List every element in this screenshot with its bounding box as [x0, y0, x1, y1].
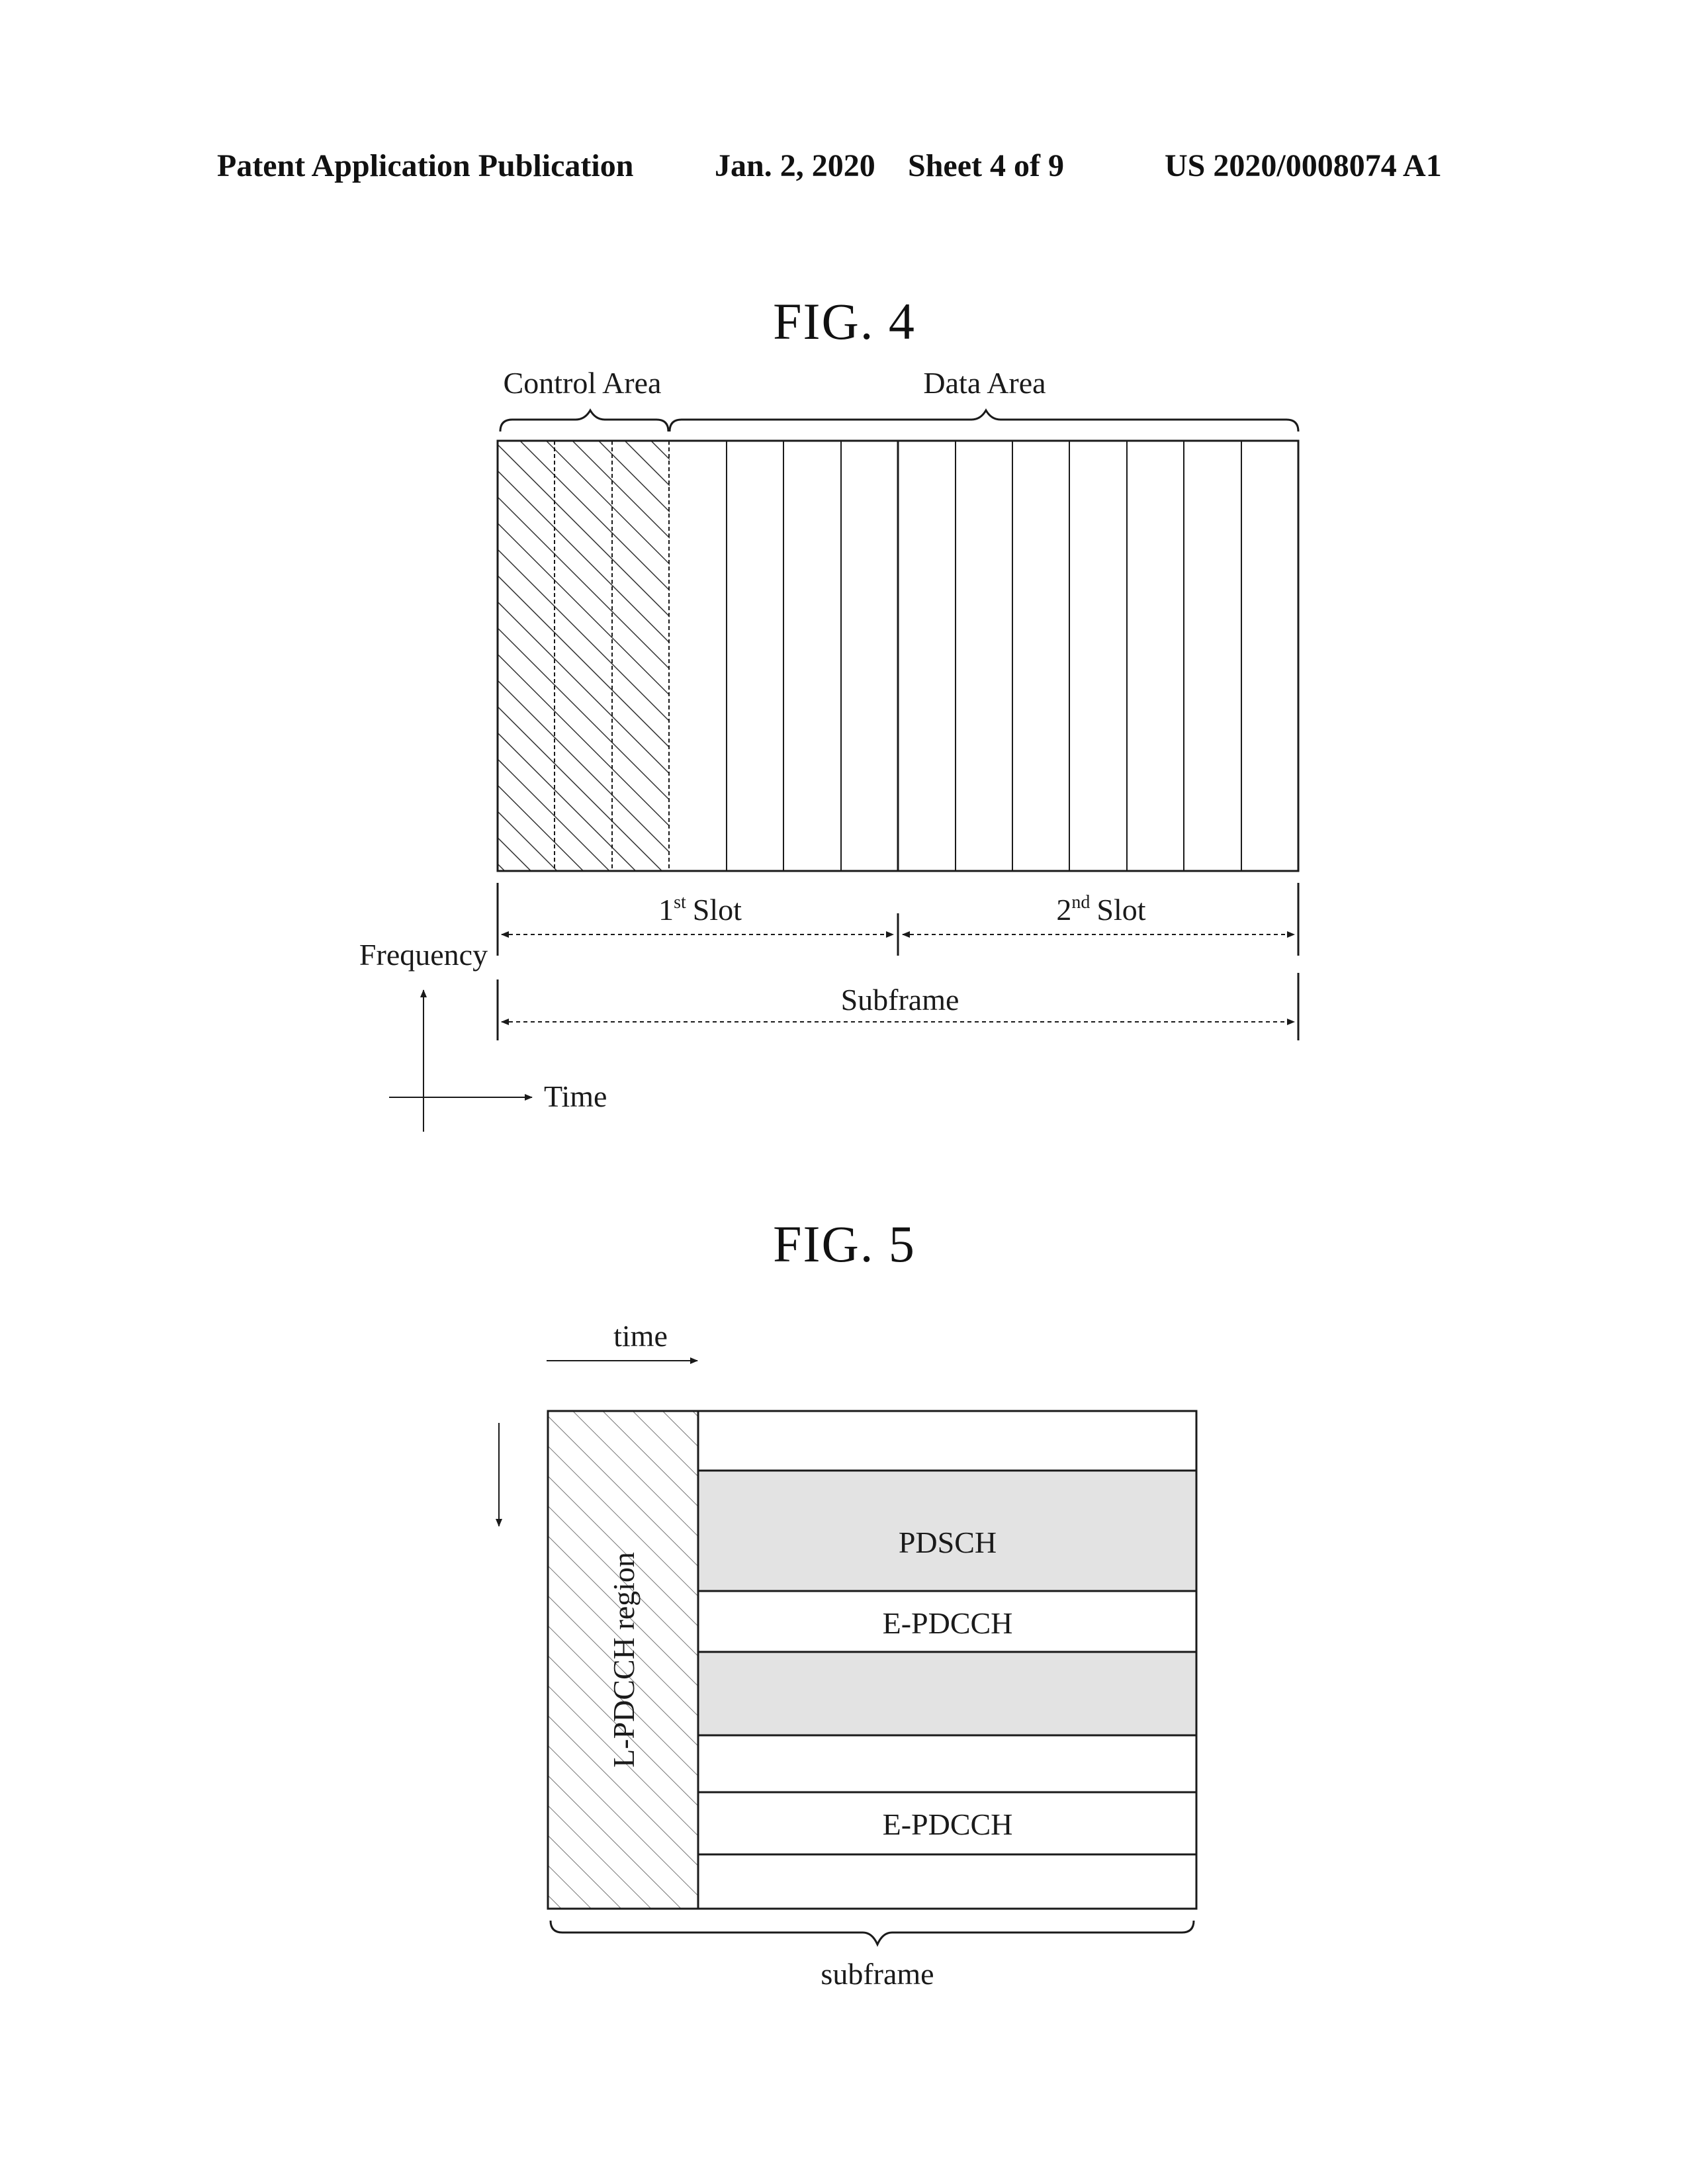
fig4-slot2-word: Slot: [1096, 893, 1145, 927]
fig4-slot2-suffix: nd: [1071, 892, 1090, 913]
fig5-subframe-brace: [549, 1920, 1195, 1947]
fig4-slot1-label: 1st Slot: [658, 892, 742, 927]
header-date: Jan. 2, 2020: [715, 148, 875, 183]
fig5-pdsch-band-upper: [699, 1471, 1196, 1591]
fig4-data-area-label: Data Area: [923, 366, 1046, 400]
fig5-subframe-label: subframe: [821, 1957, 934, 1991]
fig4-slot1-word: Slot: [693, 893, 742, 927]
fig4-frequency-label: Frequency: [359, 938, 488, 972]
fig4-time-label: Time: [544, 1079, 607, 1113]
header-publication: Patent Application Publication: [217, 148, 633, 183]
fig4-control-region-hatch: [498, 441, 670, 871]
fig5-lpdcch-label: L-PDCCH region: [607, 1552, 641, 1768]
fig5-epdcch-label-2: E-PDCCH: [883, 1807, 1013, 1841]
fig4-slot1-number: 1: [658, 893, 674, 927]
fig4-title: FIG. 4: [773, 293, 916, 350]
fig5-epdcch-label-1: E-PDCCH: [883, 1606, 1013, 1640]
header-sheet: Sheet 4 of 9: [908, 148, 1064, 183]
fig5-time-label: time: [613, 1319, 668, 1353]
fig5-title: FIG. 5: [773, 1215, 916, 1273]
fig5-grid-frame: [547, 1410, 1198, 1910]
fig5-pdsch-band-lower: [699, 1652, 1196, 1735]
fig5-lpdcch-region: [548, 1411, 698, 1909]
fig5-resource-grid: [547, 1410, 1198, 1910]
fig4-slot2-label: 2nd Slot: [1056, 892, 1145, 927]
fig4-symbol-grid: [496, 439, 1300, 872]
header-number: US 2020/0008074 A1: [1165, 148, 1442, 183]
fig4-subframe-label: Subframe: [841, 983, 959, 1017]
fig4-control-area-brace: [499, 408, 670, 432]
fig4-control-area-label: Control Area: [504, 366, 662, 400]
fig4-slot1-suffix: st: [674, 892, 686, 913]
fig4-slot2-number: 2: [1056, 893, 1071, 927]
fig5-pdsch-label: PDSCH: [899, 1525, 997, 1559]
fig4-data-area-brace: [668, 408, 1300, 432]
